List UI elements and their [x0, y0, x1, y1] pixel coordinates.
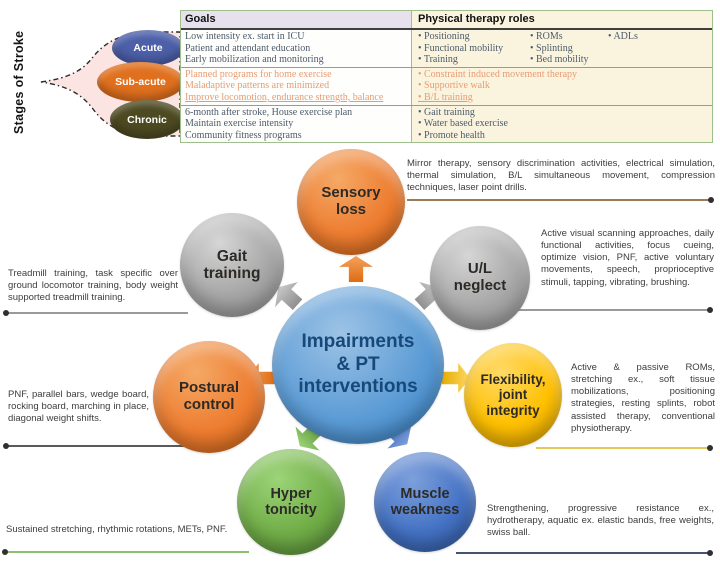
node-gait-training: Gait training — [180, 213, 284, 317]
goal-line: Community fitness programs — [185, 129, 302, 141]
goal-line: Low intensity ex. start in ICU — [185, 31, 305, 42]
table-row-acute: Low intensity ex. start in ICU Patient a… — [181, 30, 712, 67]
hyper-tonicity-note-rule — [2, 549, 249, 555]
arrow-up-icon — [339, 256, 373, 282]
node-hyper-tonicity: Hyper tonicity — [237, 449, 345, 555]
goals-column-header: Goals — [181, 11, 411, 28]
role-item: ADLs — [608, 31, 637, 43]
role-line: Training Bed mobility — [418, 54, 706, 66]
hyper-tonicity-note: Sustained stretching, rhythmic rotations… — [6, 524, 228, 535]
stage-acute: Acute — [112, 30, 184, 66]
node-flexibility-joint-integrity: Flexibility, joint integrity — [464, 343, 562, 447]
flexibility-note: Active & passive ROMs, stretching ex., s… — [571, 362, 715, 434]
goal-line: Maladaptive patterns are minimized — [185, 80, 330, 92]
acute-roles-cell: Positioning ROMs ADLs Functional mobilit… — [411, 30, 712, 67]
sub-acute-goals-cell: Planned programs for home exercise Malad… — [181, 67, 411, 105]
table-header-row: Goals Physical therapy roles — [181, 11, 712, 30]
node-ul-neglect: U/L neglect — [430, 226, 530, 330]
goal-line: Maintain exercise intensity — [185, 118, 294, 130]
role-item: Positioning — [418, 31, 530, 43]
postural-control-note: PNF, parallel bars, wedge board, rocking… — [8, 389, 149, 425]
ul-neglect-note: Active visual scanning approaches, daily… — [541, 228, 714, 288]
goal-line: Patient and attendant education — [185, 42, 311, 54]
table-row-chronic: 6-month after stroke, House exercise pla… — [181, 104, 712, 143]
role-line-underlined: B/L training — [418, 92, 706, 104]
goal-line-underlined: Improve locomotion, endurance strength, … — [185, 91, 384, 103]
role-line: Constraint induced movement therapy — [418, 69, 706, 81]
role-item: Splinting — [530, 43, 608, 55]
role-line: Functional mobility Splinting — [418, 43, 706, 55]
sensory-note-rule — [407, 197, 714, 203]
role-item: Bed mobility — [530, 54, 608, 66]
acute-goals-cell: Low intensity ex. start in ICU Patient a… — [181, 30, 411, 67]
role-item: Functional mobility — [418, 43, 530, 55]
muscle-weakness-note-rule — [456, 550, 713, 556]
role-line: Promote health — [418, 130, 706, 142]
table-row-sub-acute: Planned programs for home exercise Malad… — [181, 66, 712, 105]
role-line: Supportive walk — [418, 80, 706, 92]
node-postural-control: Postural control — [153, 341, 265, 453]
goal-line: Early mobilization and monitoring — [185, 54, 324, 66]
stage-sub-acute: Sub-acute — [97, 62, 184, 102]
sensory-loss-note: Mirror therapy, sensory discrimination a… — [407, 158, 715, 194]
goal-line: 6-month after stroke, House exercise pla… — [185, 106, 353, 118]
role-item: Training — [418, 54, 530, 66]
sub-acute-roles-cell: Constraint induced movement therapy Supp… — [411, 67, 712, 105]
postural-note-rule — [3, 443, 207, 449]
flexibility-note-rule — [536, 445, 713, 451]
role-line: Water based exercise — [418, 118, 706, 130]
role-line: Positioning ROMs ADLs — [418, 31, 706, 43]
stages-table: Goals Physical therapy roles Low intensi… — [180, 10, 713, 144]
stages-axis-label: Stages of Stroke — [12, 30, 26, 134]
goal-line: Planned programs for home exercise — [185, 68, 332, 80]
ul-neglect-note-rule — [455, 307, 713, 313]
gait-training-note: Treadmill training, task specific over g… — [8, 268, 178, 304]
gait-note-rule — [3, 310, 188, 316]
roles-column-header: Physical therapy roles — [411, 11, 712, 28]
role-line: Gait training — [418, 107, 706, 119]
stage-chronic: Chronic — [110, 100, 184, 139]
muscle-weakness-note: Strengthening, progressive resistance ex… — [487, 503, 714, 539]
chronic-goals-cell: 6-month after stroke, House exercise pla… — [181, 105, 411, 143]
node-center-impairments: Impairments & PT interventions — [272, 286, 444, 444]
role-item: ROMs — [530, 31, 608, 43]
chronic-roles-cell: Gait training Water based exercise Promo… — [411, 105, 712, 143]
node-sensory-loss: Sensory loss — [297, 149, 405, 255]
node-muscle-weakness: Muscle weakness — [374, 452, 476, 552]
